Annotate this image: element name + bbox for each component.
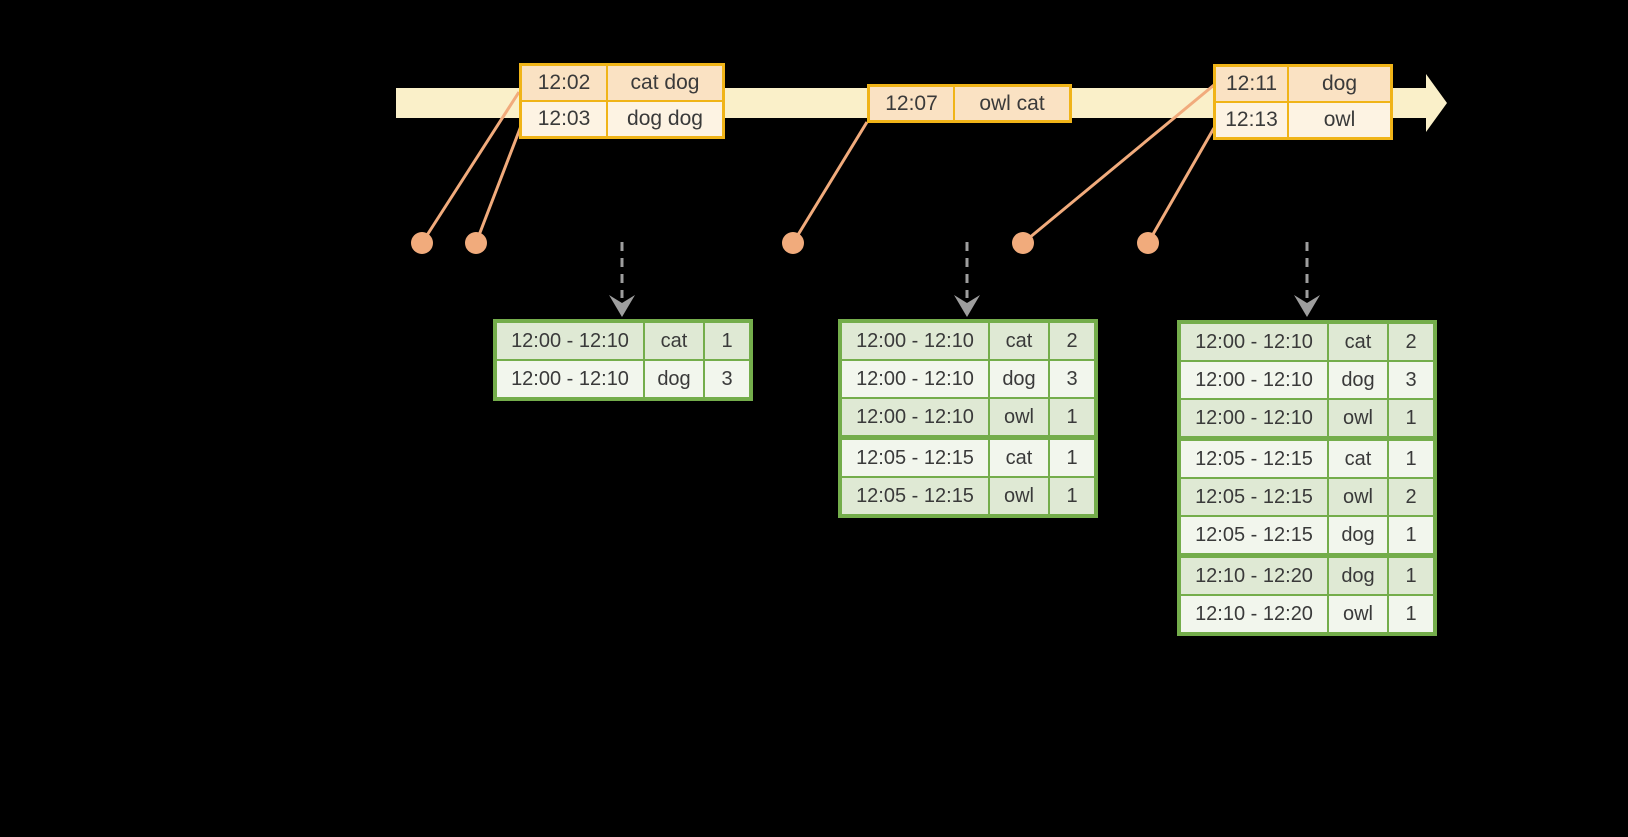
word-cell: dog <box>645 361 703 397</box>
word-cell: cat <box>990 323 1048 359</box>
word-cell: cat <box>645 323 703 359</box>
word-cell: dog <box>1329 558 1387 594</box>
count-cell: 1 <box>1389 596 1433 632</box>
window-cell: 12:10 - 12:20 <box>1181 596 1327 632</box>
trigger-arrowhead-icon <box>1294 295 1320 317</box>
event-connector-line <box>474 125 523 244</box>
event-dot <box>411 232 433 254</box>
event-dot <box>465 232 487 254</box>
trigger-arrowhead-icon <box>609 295 635 317</box>
count-cell: 2 <box>1050 323 1094 359</box>
event-words-cell: owl <box>1289 103 1390 137</box>
count-cell: 1 <box>1389 517 1433 553</box>
count-cell: 2 <box>1389 324 1433 360</box>
window-cell: 12:00 - 12:10 <box>842 399 988 435</box>
window-cell: 12:00 - 12:10 <box>1181 324 1327 360</box>
event-time-cell: 12:03 <box>522 102 606 136</box>
window-cell: 12:00 - 12:10 <box>1181 400 1327 436</box>
count-cell: 3 <box>705 361 749 397</box>
event-connector-line <box>1022 83 1215 245</box>
window-cell: 12:00 - 12:10 <box>842 323 988 359</box>
word-cell: cat <box>1329 441 1387 477</box>
count-cell: 1 <box>1389 441 1433 477</box>
event-words-cell: owl cat <box>955 87 1069 120</box>
event-words-cell: dog dog <box>608 102 722 136</box>
event-dot <box>1137 232 1159 254</box>
window-cell: 12:05 - 12:15 <box>1181 517 1327 553</box>
event-connector-line <box>420 91 521 244</box>
word-cell: owl <box>990 399 1048 435</box>
event-time-cell: 12:07 <box>870 87 953 120</box>
window-cell: 12:00 - 12:10 <box>842 361 988 397</box>
window-cell: 12:05 - 12:15 <box>842 478 988 514</box>
window-cell: 12:05 - 12:15 <box>1181 441 1327 477</box>
event-time-cell: 12:13 <box>1216 103 1287 137</box>
window-cell: 12:00 - 12:10 <box>497 323 643 359</box>
word-cell: dog <box>1329 517 1387 553</box>
count-cell: 1 <box>1050 399 1094 435</box>
count-cell: 1 <box>1050 440 1094 476</box>
timeline-arrowhead-icon <box>1426 74 1447 132</box>
event-dot <box>782 232 804 254</box>
count-cell: 3 <box>1050 361 1094 397</box>
event-connectors <box>420 83 1216 245</box>
word-cell: dog <box>990 361 1048 397</box>
count-cell: 1 <box>1389 400 1433 436</box>
word-cell: cat <box>1329 324 1387 360</box>
word-cell: owl <box>1329 596 1387 632</box>
word-cell: dog <box>1329 362 1387 398</box>
word-cell: owl <box>1329 479 1387 515</box>
window-cell: 12:00 - 12:10 <box>497 361 643 397</box>
event-time-cell: 12:11 <box>1216 67 1287 101</box>
event-connector-line <box>791 121 869 244</box>
event-dot <box>1012 232 1034 254</box>
trigger-arrows <box>609 242 1320 317</box>
window-cell: 12:05 - 12:15 <box>1181 479 1327 515</box>
window-cell: 12:05 - 12:15 <box>842 440 988 476</box>
window-cell: 12:10 - 12:20 <box>1181 558 1327 594</box>
count-cell: 1 <box>705 323 749 359</box>
event-connector-line <box>1146 127 1216 244</box>
word-cell: owl <box>990 478 1048 514</box>
count-cell: 3 <box>1389 362 1433 398</box>
count-cell: 2 <box>1389 479 1433 515</box>
count-cell: 1 <box>1389 558 1433 594</box>
event-time-cell: 12:02 <box>522 66 606 100</box>
event-words-cell: cat dog <box>608 66 722 100</box>
window-cell: 12:00 - 12:10 <box>1181 362 1327 398</box>
count-cell: 1 <box>1050 478 1094 514</box>
trigger-arrowhead-icon <box>954 295 980 317</box>
word-cell: owl <box>1329 400 1387 436</box>
event-dots <box>411 232 1159 254</box>
event-words-cell: dog <box>1289 67 1390 101</box>
word-cell: cat <box>990 440 1048 476</box>
